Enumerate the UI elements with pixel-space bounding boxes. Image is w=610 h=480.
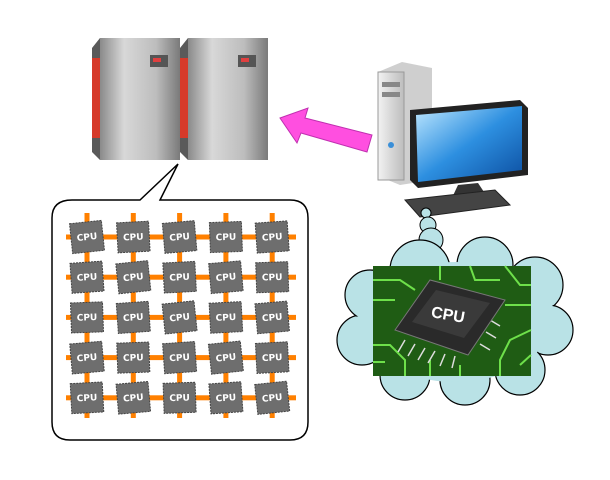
supercomputer: [92, 38, 268, 160]
cpu-tile: [68, 219, 106, 255]
cpu-tile: [162, 260, 197, 294]
cpu-tile-label: CPU: [215, 353, 236, 365]
thought-bubble: CPU: [336, 207, 574, 406]
cpu-tile-label: CPU: [77, 313, 98, 324]
cpu-tile-label: CPU: [123, 393, 144, 405]
cpu-tile: [254, 220, 290, 254]
cpu-tile-label: CPU: [169, 312, 190, 324]
cpu-tile-label: CPU: [123, 272, 144, 284]
server-cabinet-right: [180, 38, 268, 160]
cpu-tile: [208, 301, 244, 334]
cpu-tile-label: CPU: [169, 232, 190, 244]
cpu-tile-label: CPU: [77, 393, 98, 404]
cpu-circuit-image: CPU: [373, 265, 532, 376]
cpu-tile-label: CPU: [123, 313, 144, 324]
cpu-tile: [115, 300, 151, 335]
cpu-chip-label: CPU: [430, 304, 466, 327]
cpu-tile-label: CPU: [262, 393, 283, 405]
keyboard: [403, 189, 512, 218]
arrow-to-supercomputer: [279, 107, 373, 153]
cpu-tile-label: CPU: [262, 313, 283, 325]
cpu-tile: [254, 380, 291, 415]
cpu-tile-label: CPU: [76, 353, 97, 365]
cpu-tile-label: CPU: [215, 313, 236, 324]
cpu-tile: [162, 340, 198, 375]
cpu-tile: [69, 301, 105, 334]
cpu-tile-label: CPU: [76, 232, 97, 244]
cpu-tile: [69, 340, 105, 375]
cpu-tile: [208, 260, 244, 295]
server-cabinet-left: [92, 38, 180, 160]
cpu-tile: [208, 381, 244, 415]
cpu-tile: [254, 341, 290, 374]
cpu-tile-label: CPU: [215, 272, 236, 284]
cpu-tile: [208, 220, 243, 254]
cpu-tile: [207, 340, 244, 375]
cpu-tile: [255, 261, 290, 294]
cpu-tile-label: CPU: [123, 353, 144, 364]
cpu-grid: CPU CPU CPU CPU CPU CPU CPU CPU CPU CPU CPU CPU CPU C…: [66, 213, 296, 418]
cpu-tile-label: CPU: [262, 353, 283, 364]
cpu-tile-label: CPU: [216, 233, 237, 244]
cpu-tile-label: CPU: [123, 232, 144, 243]
desktop-pc: [377, 62, 528, 218]
cpu-tile-label: CPU: [262, 273, 283, 284]
cpu-tile: [161, 220, 198, 254]
cpu-tile: [69, 260, 105, 294]
cpu-tile-label: CPU: [262, 232, 283, 243]
cpu-tile: [69, 381, 105, 415]
cpu-tile: [115, 260, 152, 295]
cpu-tile-label: CPU: [169, 393, 190, 404]
cpu-tile: [116, 341, 151, 374]
cpu-tile: [162, 381, 197, 414]
cpu-tile: [116, 220, 151, 254]
cpu-tile: [161, 300, 198, 335]
cpu-tile-label: CPU: [169, 273, 190, 284]
monitor: [410, 100, 528, 202]
cpu-tile-label: CPU: [76, 272, 97, 283]
cpu-tile: [115, 380, 152, 415]
cpu-tile-label: CPU: [169, 353, 190, 364]
cpu-tile-label: CPU: [215, 393, 236, 404]
cpu-tile: [254, 300, 290, 335]
